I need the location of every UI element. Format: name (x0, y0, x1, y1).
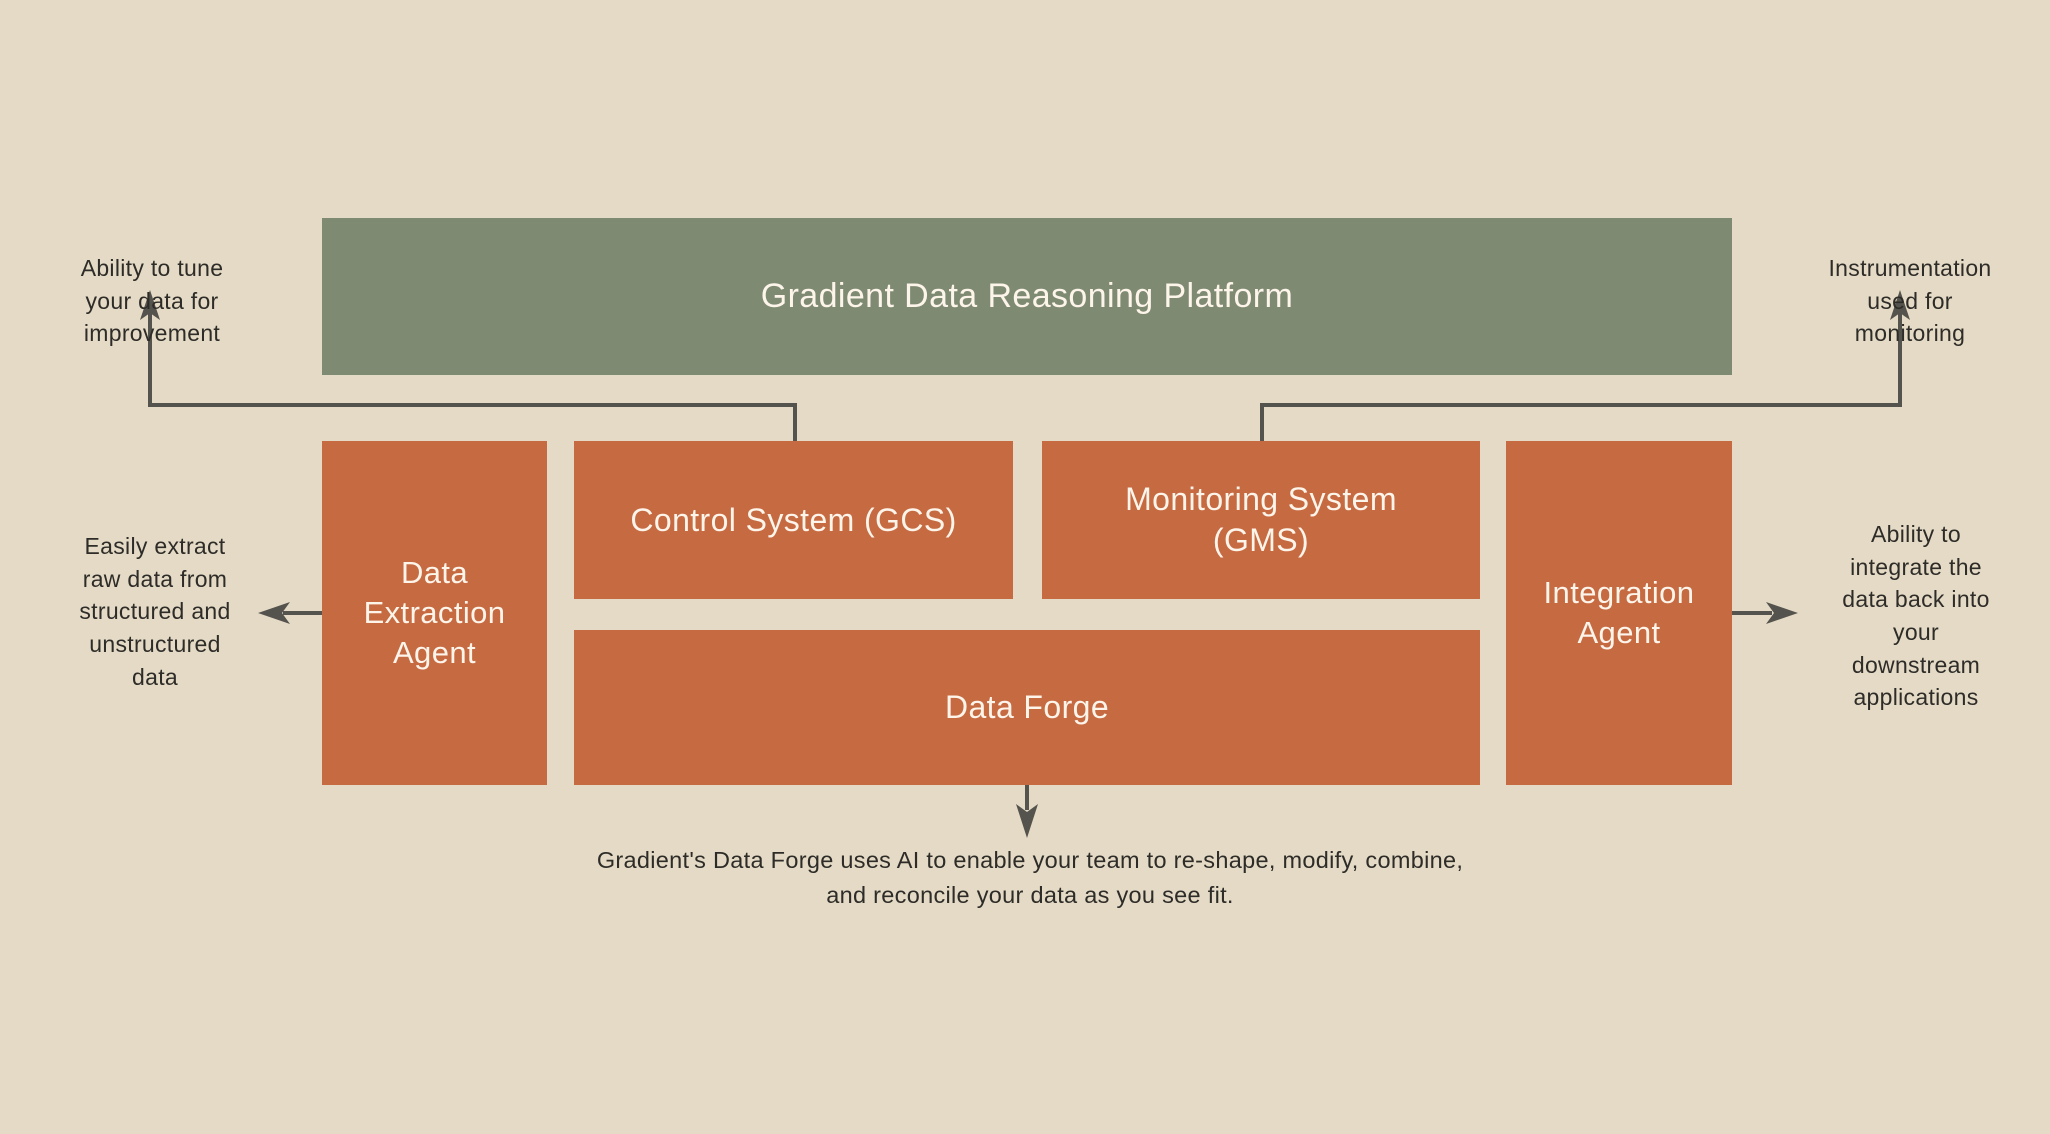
integration-agent-to-integrate-arrow (1732, 602, 1798, 624)
annotation-tune-your-data: Ability to tune your data for improvemen… (80, 255, 224, 347)
platform-bar[interactable]: Gradient Data Reasoning Platform (322, 218, 1732, 375)
caption-data-forge: Gradient's Data Forge uses AI to enable … (596, 847, 1464, 909)
annotation-instrumentation: Instrumentation used for monitoring (1828, 255, 1992, 347)
component-data-extraction-agent[interactable]: Data Extraction Agent (322, 441, 547, 785)
component-monitoring-system-gms[interactable]: Monitoring System (GMS) (1042, 441, 1480, 599)
component-control-system-gcs[interactable]: Control System (GCS) (574, 441, 1013, 599)
component-data-forge[interactable]: Data Forge (574, 630, 1480, 785)
component-integration-agent[interactable]: Integration Agent (1506, 441, 1732, 785)
data-forge-to-caption-arrow (1016, 785, 1038, 838)
annotation-easily-extract: Easily extract raw data from structured … (79, 533, 231, 690)
annotation-integrate-downstream: Ability to integrate the data back into … (1842, 521, 1990, 711)
